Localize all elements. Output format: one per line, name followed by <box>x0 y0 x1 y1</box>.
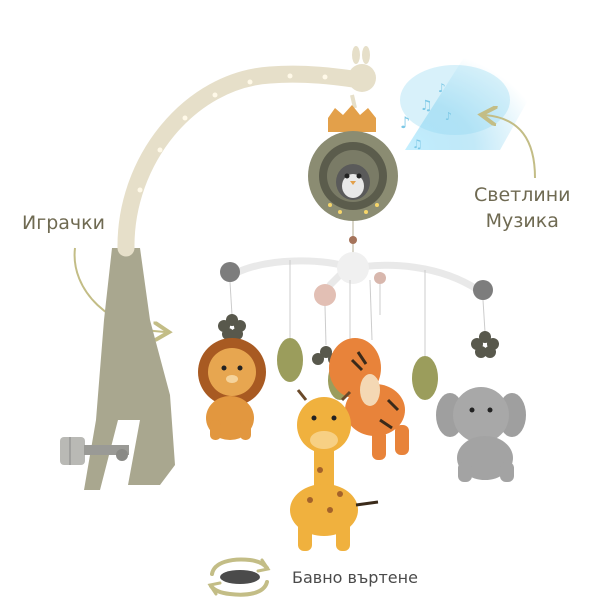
gray-bead <box>473 280 493 300</box>
lights-arrow <box>485 115 536 179</box>
music-box-projector <box>308 105 398 260</box>
giraffe-toy <box>290 389 379 551</box>
lion-toy <box>198 338 266 440</box>
tiger-toy <box>329 338 409 460</box>
music-label: Музика <box>485 210 559 232</box>
pink-bead <box>374 272 386 284</box>
svg-text:♫: ♫ <box>420 98 433 114</box>
toys-label: Играчки <box>22 212 105 234</box>
svg-text:♫: ♫ <box>412 137 423 151</box>
flower-charm <box>471 331 499 358</box>
slow-rotation-label: Бавно въртене <box>292 568 418 587</box>
penguin-icon <box>336 164 370 200</box>
svg-text:♪: ♪ <box>438 81 446 95</box>
mobile-arm <box>117 65 369 257</box>
lights-label: Светлини <box>474 184 571 206</box>
projector-light-beam: ♪ ♫ ♪ ♫ ♪ <box>400 48 545 151</box>
arm-led-dots <box>137 73 328 193</box>
svg-text:♪: ♪ <box>445 110 452 123</box>
rotate-arrows-icon <box>207 557 271 597</box>
crib-mount-clamp <box>60 248 175 490</box>
elephant-toy <box>436 387 526 482</box>
toy-strings <box>229 260 486 356</box>
bunny-arm-tip <box>348 46 376 109</box>
crown-icon <box>328 105 376 132</box>
lights-music-label: Светлини Музика <box>474 182 570 234</box>
gray-bead <box>220 262 240 282</box>
pink-bead <box>314 284 336 306</box>
svg-text:♪: ♪ <box>400 113 410 132</box>
hanger-hub <box>337 252 369 284</box>
music-notes-icon: ♪ ♫ ♪ ♫ ♪ <box>400 81 452 151</box>
flower-charm <box>218 314 246 340</box>
